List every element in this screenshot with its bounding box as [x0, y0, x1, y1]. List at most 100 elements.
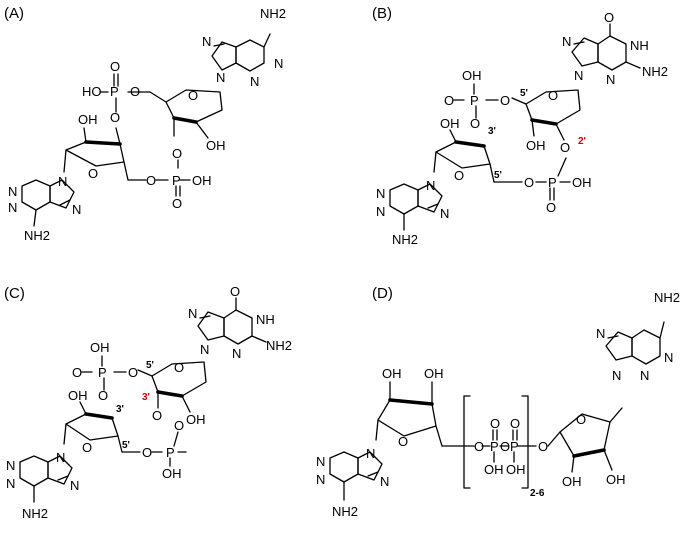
panel-d-o1: O — [474, 439, 484, 454]
panel-b-label: (B) — [372, 5, 392, 22]
panel-c-n7b: N — [70, 478, 79, 493]
panel-a-o-ring2: O — [88, 166, 98, 181]
panel-c-ribose-bottom: OH O 5' — [63, 388, 141, 455]
panel-b-n3b: N — [376, 186, 385, 201]
panel-a: (A) NH2 N N N N O OH — [4, 5, 286, 243]
panel-d-oh-p2: OH — [506, 462, 526, 477]
panel-a-n3b: N — [8, 184, 17, 199]
panel-c-o-ring: O — [174, 360, 184, 375]
panel-a-o-p2a: O — [172, 146, 182, 161]
panel-b-o-p2: O — [546, 200, 556, 215]
panel-c-n9: N — [200, 342, 209, 357]
panel-c-o2: O — [98, 388, 108, 403]
panel-d-p2: P — [510, 439, 519, 454]
panel-d-n3: N — [640, 368, 649, 383]
panel-b-guanine: O NH NH2 N N N — [562, 10, 668, 87]
panel-d: (D) OH OH O O — [316, 285, 680, 519]
panel-c-n1b: N — [6, 476, 15, 491]
panel-d-adenine-bottom: N N N N NH2 — [316, 446, 389, 519]
panel-b: (B) O NH NH2 N N N O OH O 5' 2' — [372, 5, 668, 247]
panel-b-nh2-bot: NH2 — [392, 232, 418, 247]
panel-b-ribose-bottom: OH O 5' — [433, 116, 523, 183]
panel-b-ribose-top: O OH O 5' 2' — [511, 88, 586, 155]
panel-c-p2: P — [166, 445, 175, 460]
panel-a-o-link: O — [146, 173, 156, 188]
panel-c-n7: N — [188, 306, 197, 321]
panel-b-pos-2-highlight: 2' — [578, 136, 586, 147]
panel-b-o2: O — [470, 116, 480, 131]
panel-d-nh2-bot: NH2 — [332, 504, 358, 519]
panel-c-oh: OH — [186, 412, 206, 427]
panel-b-o-ring2: O — [454, 168, 464, 183]
panel-d-n9b: N — [366, 446, 375, 461]
panel-d-o-d1: O — [490, 416, 500, 431]
panel-a-ribose-bottom: OH O — [63, 112, 147, 181]
panel-c-pos-3-highlight: 3' — [142, 392, 150, 403]
panel-a-oh-2: OH — [206, 138, 226, 153]
panel-d-n7b: N — [380, 474, 389, 489]
panel-d-oh4: OH — [606, 472, 626, 487]
panel-a-label: (A) — [4, 5, 24, 22]
panel-a-o-b1: O — [130, 84, 140, 99]
panel-b-nh2: NH2 — [642, 64, 668, 79]
panel-a-adenine-bottom: N N N N NH2 — [8, 174, 81, 243]
panel-a-ribose-top: O OH — [149, 88, 226, 153]
panel-d-o2: O — [500, 439, 510, 454]
panel-a-n1b: N — [8, 200, 17, 215]
panel-c-pos-5a: 5' — [146, 360, 154, 371]
panel-a-oh-left: OH — [78, 112, 98, 127]
panel-a-oh-p2: OH — [192, 173, 212, 188]
panel-b-o-ring: O — [548, 88, 558, 103]
panel-d-nh2-top: NH2 — [654, 290, 680, 305]
panel-a-n7: N — [202, 34, 211, 49]
panel-c: (C) O NH NH2 N N N O OH O 5' 3' — [4, 284, 292, 521]
panel-b-pos-3: 3' — [488, 126, 496, 137]
panel-c-oh-p: OH — [90, 340, 110, 355]
panel-d-p1: P — [490, 439, 499, 454]
panel-a-n9: N — [216, 70, 225, 85]
panel-a-n1: N — [274, 56, 283, 71]
panel-a-n9b: N — [58, 174, 67, 189]
panel-d-adenine-top: NH2 N N N N — [596, 290, 680, 383]
panel-c-o-p2: O — [174, 418, 184, 433]
panel-a-phosphate-bottom: O O P OH O — [146, 146, 212, 211]
panel-d-oh3: OH — [562, 474, 582, 489]
panel-c-oh-left: OH — [68, 388, 88, 403]
panel-b-oh-p2: OH — [572, 175, 592, 190]
panel-c-o1: O — [128, 365, 138, 380]
panel-d-oh-p1: OH — [484, 462, 504, 477]
panel-d-ribose-left: OH OH O — [375, 366, 465, 449]
panel-a-o-p2b: O — [172, 196, 182, 211]
panel-c-o-p: O — [72, 365, 82, 380]
panel-d-n1b: N — [316, 472, 325, 487]
panel-b-o-link: O — [560, 140, 570, 155]
panel-b-n7b: N — [440, 206, 449, 221]
panel-b-nh: NH — [630, 38, 649, 53]
panel-b-n9: N — [574, 68, 583, 83]
panel-b-p2: P — [548, 175, 557, 190]
panel-d-o3: O — [538, 439, 548, 454]
panel-b-n3: N — [606, 72, 615, 87]
panel-c-phosphate-bottom: O P O OH — [142, 418, 187, 481]
panel-c-p: P — [98, 365, 107, 380]
panel-b-n1b: N — [376, 204, 385, 219]
panel-d-o-ring2: O — [576, 412, 586, 427]
panel-d-repeat-count: 2-6 — [530, 488, 545, 499]
panel-a-n3: N — [250, 74, 259, 89]
panel-a-nh2-bot: NH2 — [24, 228, 50, 243]
panel-d-o-d2: O — [510, 416, 520, 431]
panel-a-p2: P — [172, 173, 181, 188]
panel-a-o-top: O — [110, 59, 120, 74]
panel-c-nh: NH — [256, 312, 275, 327]
panel-d-n1: N — [664, 350, 673, 365]
panel-c-n3: N — [232, 346, 241, 361]
panel-a-o-ring: O — [188, 88, 198, 103]
panel-a-ho-p: HO — [82, 84, 102, 99]
panel-d-pyrophosphate-repeat: O P O P O O O OH OH 2-6 — [463, 395, 548, 499]
panel-b-n9b: N — [426, 178, 435, 193]
panel-c-guanine: O NH NH2 N N N — [188, 284, 292, 361]
panel-c-adenine-bottom: N N N N NH2 — [6, 450, 79, 521]
panel-b-pos-5a: 5' — [520, 88, 528, 99]
panel-b-o3: O — [524, 175, 534, 190]
